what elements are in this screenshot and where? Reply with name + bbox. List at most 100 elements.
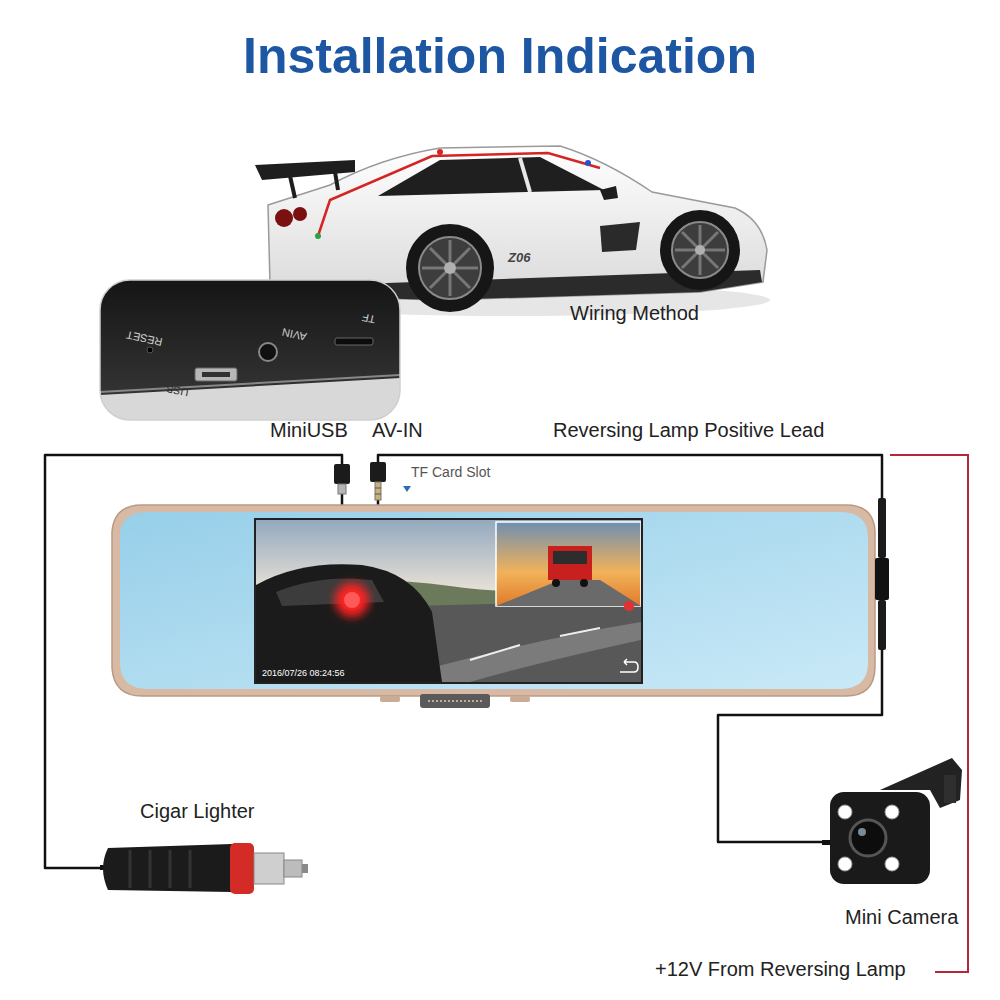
port-closeup (259, 343, 277, 361)
cigar-lighter-symbol (254, 853, 284, 884)
car-illustration (437, 149, 443, 155)
car-illustration (585, 160, 591, 166)
mirror-dashcam (112, 505, 875, 696)
car-illustration (695, 245, 705, 255)
camera-symbol (830, 792, 930, 884)
closeup-frame (100, 280, 400, 420)
port-closeup (335, 338, 373, 345)
cigar-lighter-symbol (103, 844, 232, 892)
car-illustration (293, 207, 307, 221)
inline-connector (875, 498, 889, 650)
inline-connector (878, 600, 886, 650)
car-illustration (290, 176, 295, 198)
car-illustration (444, 262, 456, 274)
plug-symbol (370, 462, 386, 482)
mirror-dashcam (120, 512, 868, 689)
plug-symbol (334, 464, 350, 484)
cigar-lighter-symbol (230, 843, 254, 894)
camera-symbol (838, 805, 852, 819)
mirror-dashcam (580, 579, 588, 587)
car-illustration (660, 210, 740, 290)
car-illustration (419, 237, 481, 299)
port-label: USB (165, 382, 190, 399)
plug-symbol (403, 486, 411, 492)
mirror-dashcam: 2016/07/26 08:24:56 (112, 505, 875, 697)
mirror-dashcam (420, 694, 490, 708)
plug-symbol (375, 494, 381, 495)
mirror-dashcam (335, 583, 369, 617)
cigar-lighter: Cigar Lighter (100, 800, 312, 900)
mirror-dashcam (344, 592, 360, 608)
cigar-lighter-symbol (284, 860, 302, 877)
mirror-dashcam (552, 579, 560, 587)
camera-symbol (822, 758, 962, 884)
mirror-dashcam (380, 696, 400, 702)
cigar-lighter-symbol (100, 843, 308, 894)
mirror-dashcam (548, 546, 592, 580)
camera-symbol (944, 775, 956, 803)
port-label: MiniUSB (270, 419, 348, 442)
mirror-dashcam (624, 601, 634, 611)
mirror-dashcam (428, 700, 482, 702)
camera-symbol (885, 805, 899, 819)
cigar-lighter-symbol (302, 864, 308, 873)
camera-symbol (858, 828, 866, 836)
car-illustration (335, 172, 338, 190)
wire-label: +12V From Reversing Lamp (655, 958, 906, 981)
part-caption: Cigar Lighter (140, 800, 255, 823)
mirror-dashcam (553, 551, 587, 564)
inline-connector (878, 498, 886, 558)
car-illustration (600, 186, 618, 200)
camera-symbol (838, 857, 852, 871)
camera-symbol (885, 857, 899, 871)
part-caption: Wiring Method (570, 302, 699, 325)
car-illustration (378, 157, 604, 196)
port-label: AV-IN (372, 419, 423, 442)
mirror-dashcam (510, 696, 530, 702)
mirror-dashcam (256, 520, 641, 682)
mirror-dashcam (112, 505, 875, 708)
cigar-lighter-symbol (130, 850, 190, 888)
plug-symbol (338, 484, 346, 494)
plug-symbol (334, 462, 411, 500)
port-closeup (147, 347, 153, 353)
mirror-dashcam (254, 518, 643, 684)
car-illustration (430, 248, 470, 288)
car-illustration: Z06Wiring Method (250, 125, 775, 329)
port-closeup (195, 368, 237, 381)
car-illustration (275, 209, 293, 227)
car-badge: Z06 (508, 251, 530, 266)
car-illustration (406, 224, 494, 312)
car-illustration (430, 248, 470, 288)
car-illustration (315, 233, 321, 239)
car-illustration (682, 232, 718, 268)
car-illustration (255, 160, 355, 180)
mirror-dashcam (620, 659, 638, 672)
car-illustration (672, 222, 728, 278)
port-label: AVIN (281, 326, 308, 344)
plug-symbol (375, 482, 381, 500)
port-label: RESET (125, 328, 164, 348)
port-closeup (100, 280, 400, 420)
camera-symbol (850, 820, 886, 856)
mirror-dashcam (256, 564, 442, 682)
part-caption: Mini Camera (845, 906, 958, 929)
car-illustration (600, 222, 640, 252)
diagram-title: Installation Indication (0, 28, 1000, 86)
car-illustration (660, 210, 740, 290)
car-illustration (406, 224, 494, 312)
port-closeup (100, 375, 400, 392)
screen-timestamp: 2016/07/26 08:24:56 (262, 668, 345, 678)
car-illustration (318, 153, 600, 236)
port-closeup: RESET USB AVIN TF (100, 280, 400, 420)
wire-label: Reversing Lamp Positive Lead (553, 419, 824, 442)
mini-camera: Mini Camera (822, 752, 962, 934)
mirror-dashcam (496, 580, 641, 606)
mirror-dashcam (496, 522, 641, 606)
plug-symbol (375, 488, 381, 489)
port-label: TF (361, 311, 377, 326)
port-closeup (202, 372, 230, 377)
